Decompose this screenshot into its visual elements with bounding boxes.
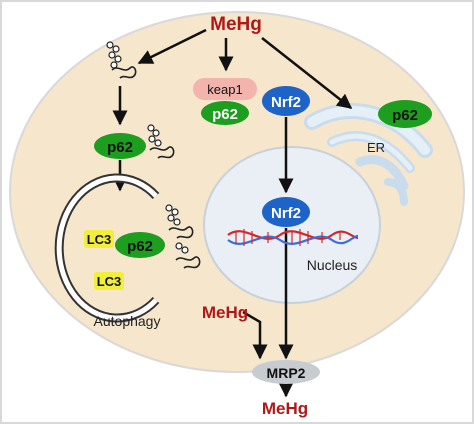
p62-protein-autophagy [115, 232, 165, 258]
nrf2-protein-nucleus [262, 197, 310, 227]
nucleus-label: Nucleus [307, 257, 358, 273]
ubiquitin-chain-icon [147, 124, 175, 159]
p62-er-label: p62 [392, 107, 418, 124]
mehg-bottom-label: MeHg [262, 399, 308, 418]
p62-protein-left [94, 133, 146, 159]
p62-autophagy-label: p62 [127, 238, 153, 255]
p62-protein-center [201, 101, 249, 125]
keap1-protein [193, 78, 257, 100]
mehg-arrows [112, 28, 353, 398]
nrf2-protein-cytoplasm [262, 86, 310, 116]
dna-helix-icon [227, 229, 359, 246]
lc3-protein-top [84, 230, 114, 248]
ubiquitin-chain-icon [165, 204, 194, 239]
mehg-top-label: MeHg [210, 14, 262, 35]
nrf2-cytoplasm-label: Nrf2 [271, 94, 301, 111]
nrf2-nucleus-label: Nrf2 [271, 205, 301, 222]
ubiquitin-chain-icon [106, 41, 137, 79]
lc3-top-label: LC3 [87, 232, 112, 247]
keap1-label: keap1 [207, 82, 242, 97]
autophagosome-membrane-inner [56, 175, 158, 321]
p62-protein-er [378, 100, 432, 128]
lc3-protein-bottom [94, 272, 124, 290]
mrp2-label: MRP2 [267, 365, 306, 381]
p62-center-label: p62 [212, 106, 238, 123]
ubiquitin-chain-icon [175, 242, 201, 269]
lc3-bottom-label: LC3 [97, 274, 122, 289]
autophagy-label: Autophagy [94, 313, 161, 329]
er-label: ER [367, 140, 385, 155]
mrp2-transporter [252, 360, 320, 384]
er-organelle [304, 103, 433, 206]
p62-left-label: p62 [107, 139, 133, 156]
mehg-lower-label: MeHg [202, 303, 248, 322]
